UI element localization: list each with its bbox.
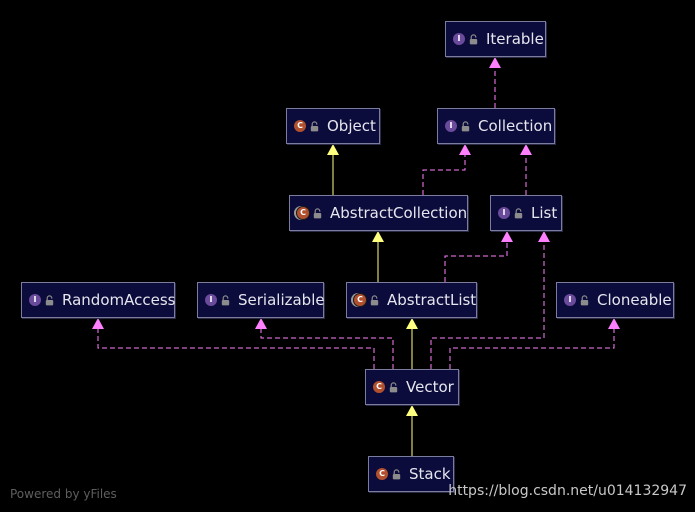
node-abstract-list[interactable]: C AbstractList — [346, 282, 477, 318]
edge-abstractlist-list — [444, 241, 508, 282]
interface-icon: I — [205, 294, 217, 306]
interface-icon: I — [445, 120, 457, 132]
class-icon: C — [294, 120, 306, 132]
class-icon: C — [376, 468, 388, 480]
node-label: Collection — [478, 117, 553, 135]
interface-icon: I — [29, 294, 41, 306]
arrowhead-icon — [372, 231, 384, 242]
arrowhead-icon — [406, 405, 418, 416]
node-cloneable[interactable]: I Cloneable — [556, 282, 674, 318]
arrowhead-icon — [608, 318, 620, 329]
arrowhead-icon — [406, 318, 418, 329]
arrowhead-icon — [501, 231, 513, 242]
abstract-class-icon: C — [354, 294, 366, 306]
class-icon: C — [373, 381, 385, 393]
node-label: Serializable — [238, 291, 325, 309]
interface-icon: I — [498, 207, 510, 219]
edge-vector-randomaccess — [97, 328, 375, 369]
lock-icon — [370, 294, 379, 306]
watermark-text: https://blog.csdn.net/u014132947 — [448, 483, 687, 499]
node-label: Object — [327, 117, 376, 135]
node-stack[interactable]: C Stack — [368, 456, 454, 492]
node-vector[interactable]: C Vector — [365, 369, 459, 405]
node-object[interactable]: C Object — [286, 108, 380, 144]
arrowhead-icon — [255, 318, 267, 329]
arrowhead-icon — [520, 144, 532, 155]
lock-icon — [580, 294, 589, 306]
edge-vector-list — [430, 241, 545, 369]
node-serializable[interactable]: I Serializable — [197, 282, 325, 318]
lock-icon — [469, 33, 478, 45]
node-label: AbstractCollection — [330, 204, 468, 222]
edge-vector-serializable — [260, 328, 394, 369]
interface-icon: I — [564, 294, 576, 306]
lock-icon — [221, 294, 230, 306]
node-label: List — [531, 204, 558, 222]
interface-icon: I — [453, 33, 465, 45]
node-label: Stack — [409, 465, 451, 483]
arrowhead-icon — [538, 231, 550, 242]
lock-icon — [313, 207, 322, 219]
node-label: AbstractList — [387, 291, 477, 309]
arrowhead-icon — [489, 57, 501, 68]
powered-by-text: Powered by yFiles — [10, 487, 117, 501]
edge-vector-cloneable — [449, 328, 615, 369]
node-collection[interactable]: I Collection — [437, 108, 555, 144]
node-label: Cloneable — [597, 291, 672, 309]
lock-icon — [45, 294, 54, 306]
arrowhead-icon — [459, 144, 471, 155]
node-label: Vector — [406, 378, 454, 396]
abstract-class-icon: C — [297, 207, 309, 219]
lock-icon — [389, 381, 398, 393]
node-label: Iterable — [486, 30, 544, 48]
lock-icon — [310, 120, 319, 132]
node-iterable[interactable]: I Iterable — [445, 21, 546, 57]
lock-icon — [461, 120, 470, 132]
arrowhead-icon — [92, 318, 104, 329]
lock-icon — [392, 468, 401, 480]
node-list[interactable]: I List — [490, 195, 562, 231]
edge-abstractcollection-collection — [422, 154, 466, 195]
node-abstract-collection[interactable]: C AbstractCollection — [289, 195, 468, 231]
node-label: RandomAccess — [62, 291, 176, 309]
arrowhead-icon — [327, 144, 339, 155]
lock-icon — [514, 207, 523, 219]
node-random-access[interactable]: I RandomAccess — [21, 282, 175, 318]
